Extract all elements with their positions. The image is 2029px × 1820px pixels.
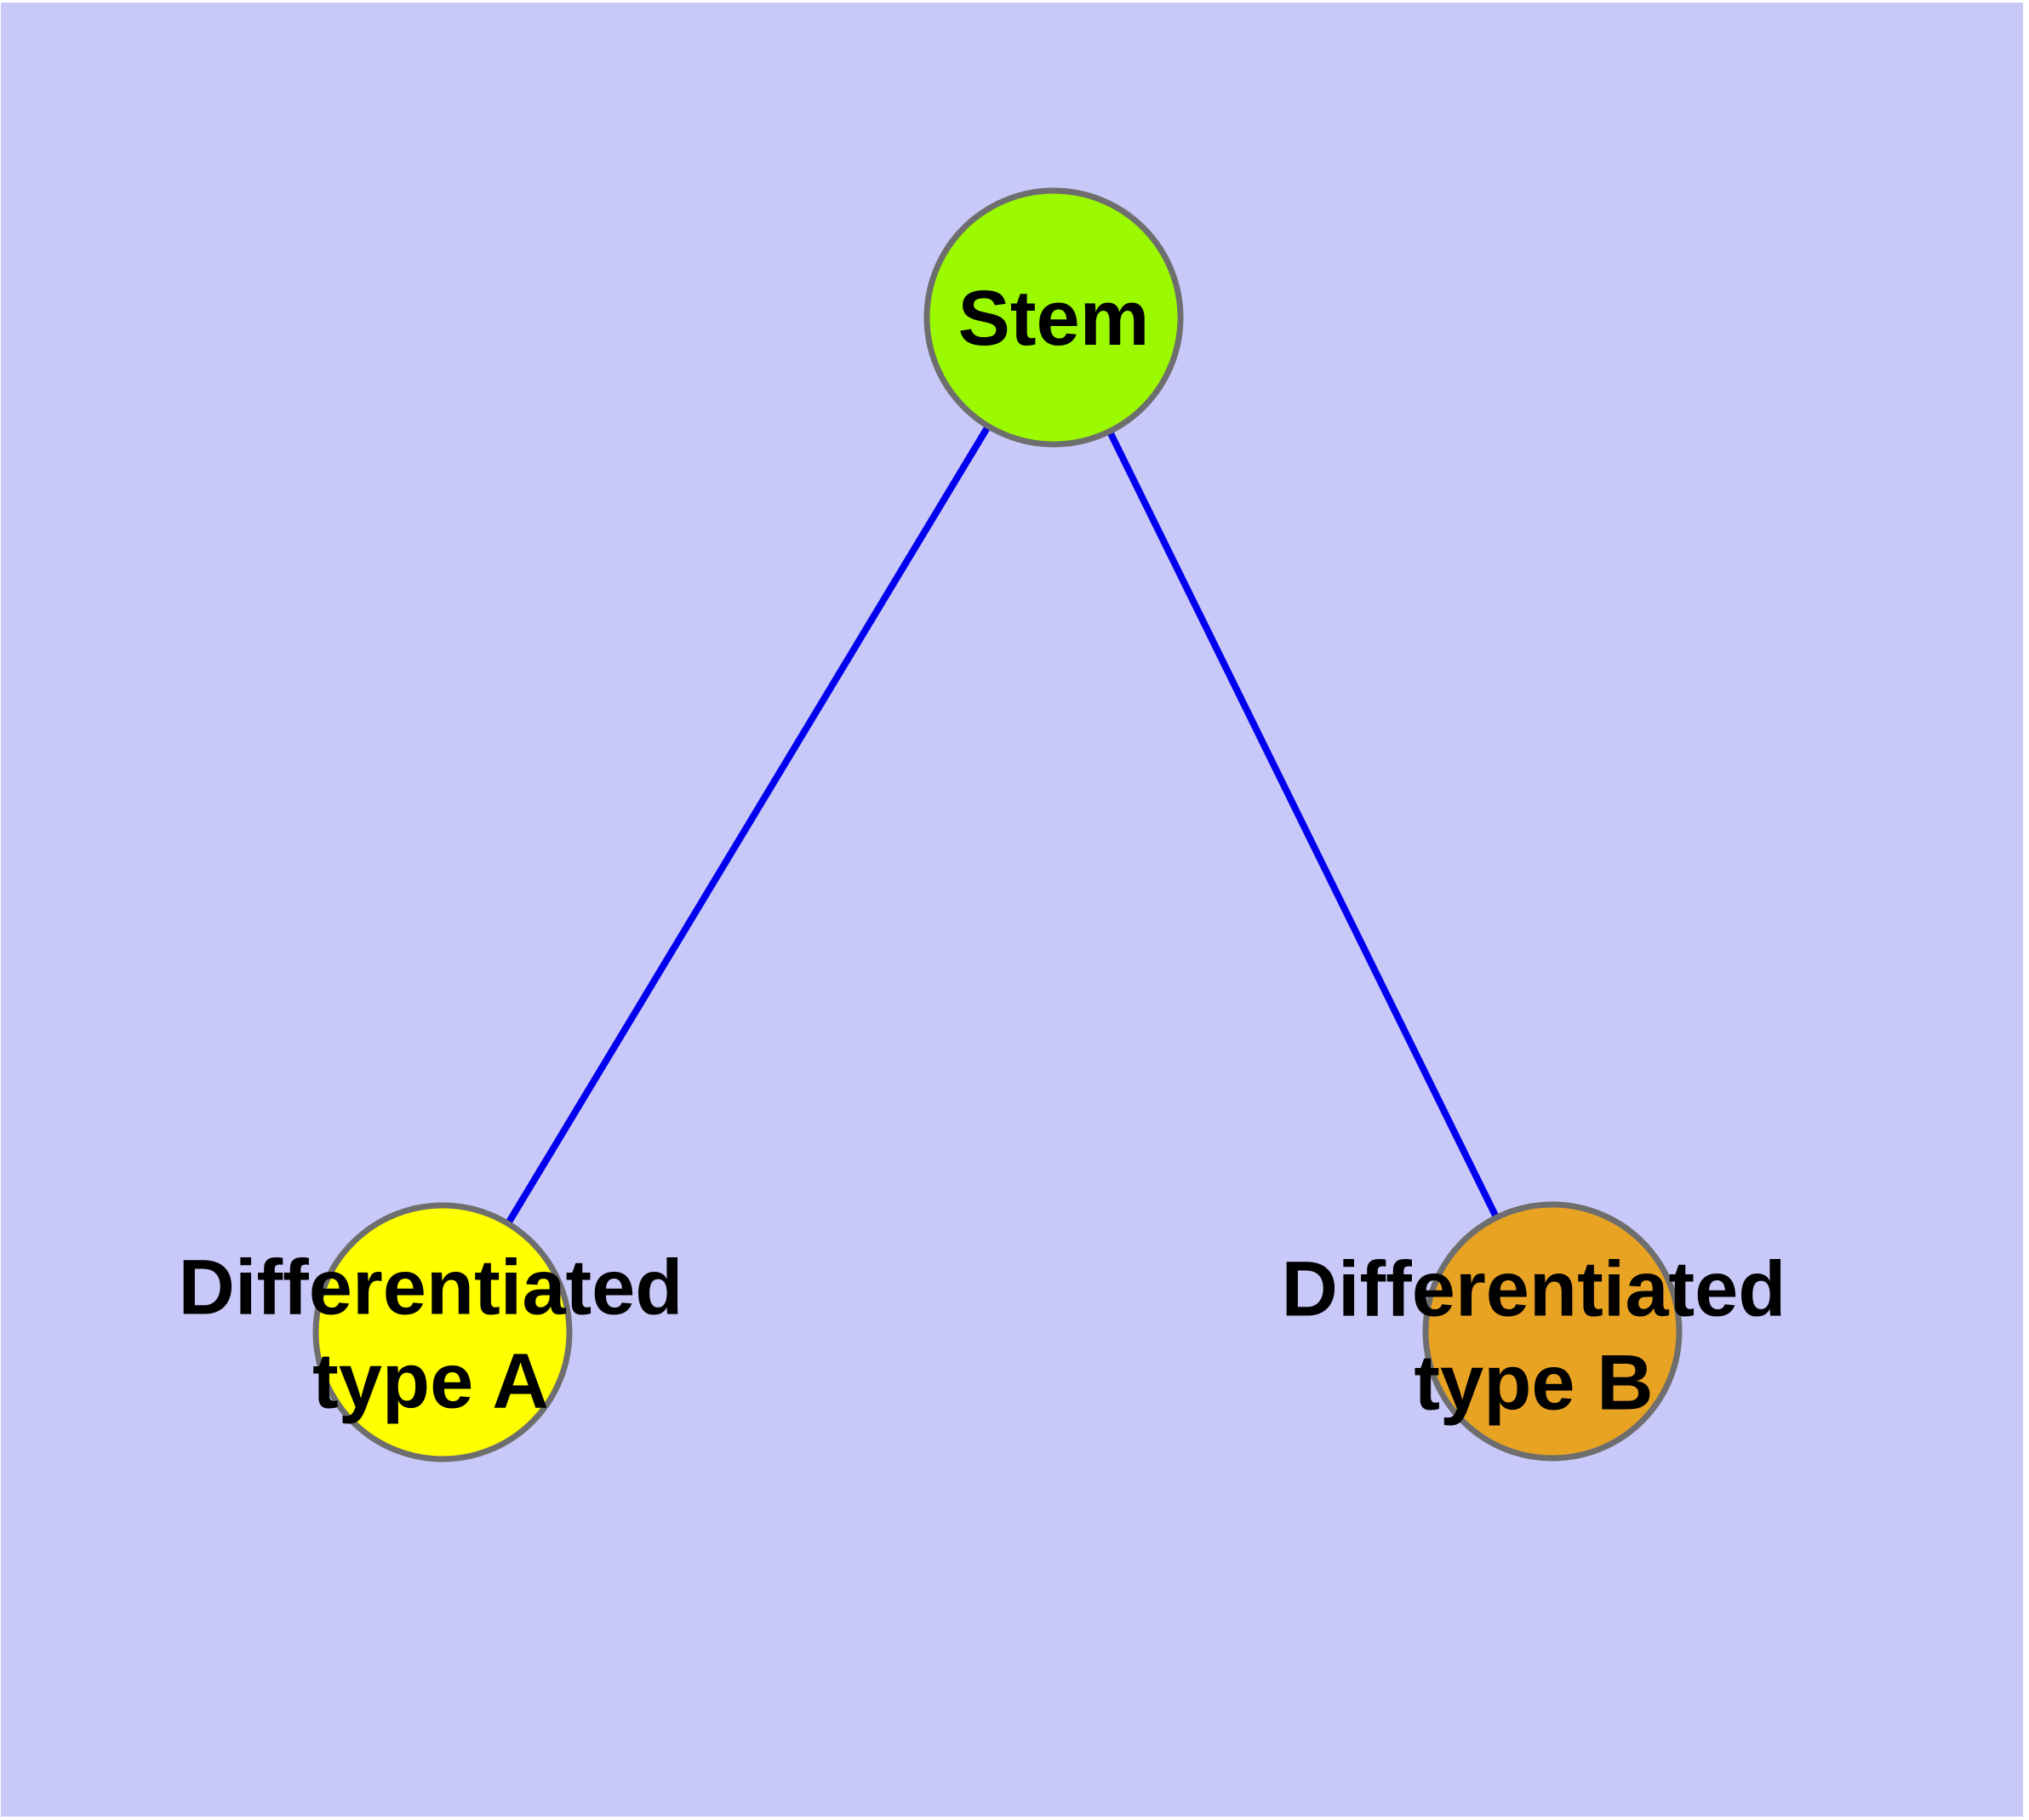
edge-stem-to-type-a bbox=[439, 315, 1057, 1335]
node-type-a-label: Differentiated type A bbox=[179, 1241, 683, 1429]
node-type-b-label: Differentiated type B bbox=[1282, 1243, 1786, 1431]
node-differentiated-type-b[interactable] bbox=[1422, 1201, 1683, 1462]
node-stem[interactable] bbox=[923, 187, 1184, 448]
node-type-b-label-line1: Differentiated bbox=[1281, 1245, 1786, 1333]
node-type-a-label-line2: type A bbox=[312, 1338, 549, 1425]
node-type-b-label-line2: type B bbox=[1414, 1340, 1654, 1427]
node-differentiated-type-a[interactable] bbox=[312, 1202, 573, 1462]
edge-stem-to-type-b bbox=[1050, 316, 1556, 1333]
node-stem-label: Stem bbox=[957, 274, 1150, 362]
node-type-a-label-line1: Differentiated bbox=[178, 1244, 683, 1331]
